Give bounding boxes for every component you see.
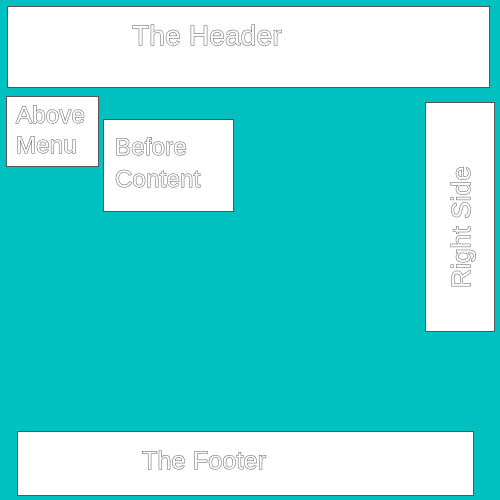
- before-content-box: Before Content: [103, 119, 234, 212]
- header-box: The Header: [7, 6, 490, 88]
- above-menu-label: Above Menu: [16, 102, 86, 160]
- before-content-label: Before Content: [115, 134, 201, 194]
- right-side-box: Right Side: [425, 102, 495, 332]
- above-menu-box: Above Menu: [6, 96, 99, 167]
- right-side-label: Right Side: [446, 166, 477, 289]
- footer-box: The Footer: [17, 431, 474, 496]
- header-label: The Header: [132, 20, 283, 52]
- footer-label: The Footer: [141, 447, 267, 476]
